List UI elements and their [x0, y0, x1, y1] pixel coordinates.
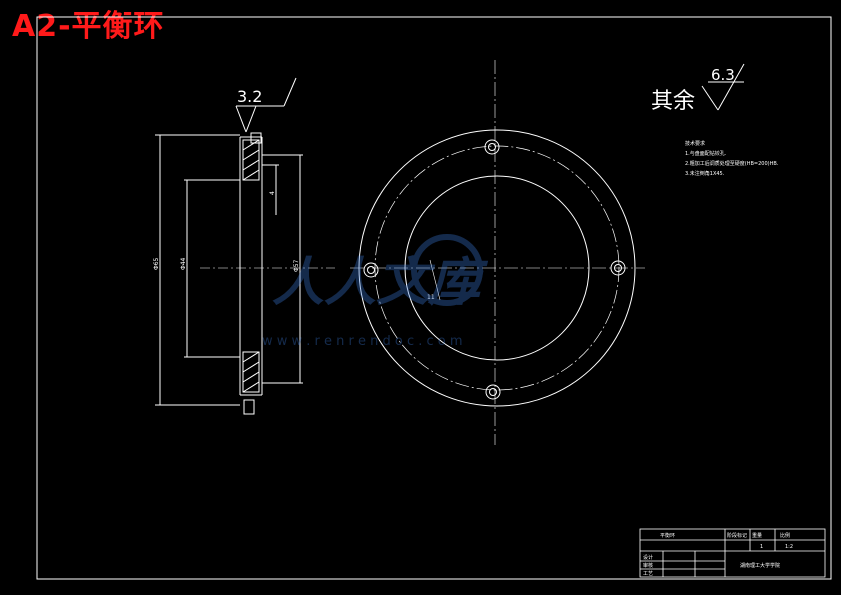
title-block-header-1: 阶段标记	[727, 532, 747, 539]
title-block-row-3: 工艺	[643, 571, 653, 577]
notes-title: 技术要求	[685, 141, 706, 147]
dim-outer-dia: Φ65	[153, 257, 160, 270]
watermark-text: 人人文库	[272, 253, 489, 313]
bolt-hole-left	[363, 262, 379, 278]
dim-bolt-circle: Φ57	[293, 259, 300, 272]
watermark: 人人文库 w w w . r e n r e n d o c . c o m	[262, 234, 489, 349]
title-block-header-2: 重量	[752, 532, 762, 539]
drawing-frame	[36, 16, 832, 580]
dim-width: 4	[269, 191, 276, 195]
watermark-url: w w w . r e n r e n d o c . c o m	[262, 334, 463, 349]
title-block-part-name: 平衡环	[660, 532, 675, 539]
dim-inner-dia: Φ44	[180, 257, 187, 270]
roughness-general-value: 6.3	[711, 66, 735, 84]
bolt-hole-top	[484, 139, 500, 155]
title-block-value-3: 1:2	[785, 544, 793, 550]
title-block-school: 湖南理工大学学院	[740, 562, 780, 569]
dim-hole: 11	[427, 294, 435, 301]
title-block	[639, 528, 826, 578]
note-line-3: 3.未注倒角1X45.	[685, 171, 725, 177]
title-block-value-2: 1	[760, 544, 763, 550]
roughness-general-label: 其余	[651, 89, 695, 114]
bolt-hole-bottom	[485, 384, 501, 400]
watermark-logo-icon	[411, 234, 483, 306]
section-view	[155, 77, 303, 415]
title-block-row-2: 审核	[643, 562, 653, 569]
bottom-hatch-section	[242, 351, 260, 393]
top-hatch-section	[242, 139, 260, 181]
title-block-header-3: 比例	[780, 532, 790, 539]
title-block-row-1: 设计	[643, 554, 653, 561]
note-line-2: 2.粗加工后调质处理至硬度(HB=200)HB.	[685, 161, 779, 167]
general-roughness-symbol	[701, 63, 745, 111]
note-line-1: 1.与盘面配钻铰孔.	[685, 151, 727, 157]
roughness-detail-value: 3.2	[237, 87, 262, 106]
